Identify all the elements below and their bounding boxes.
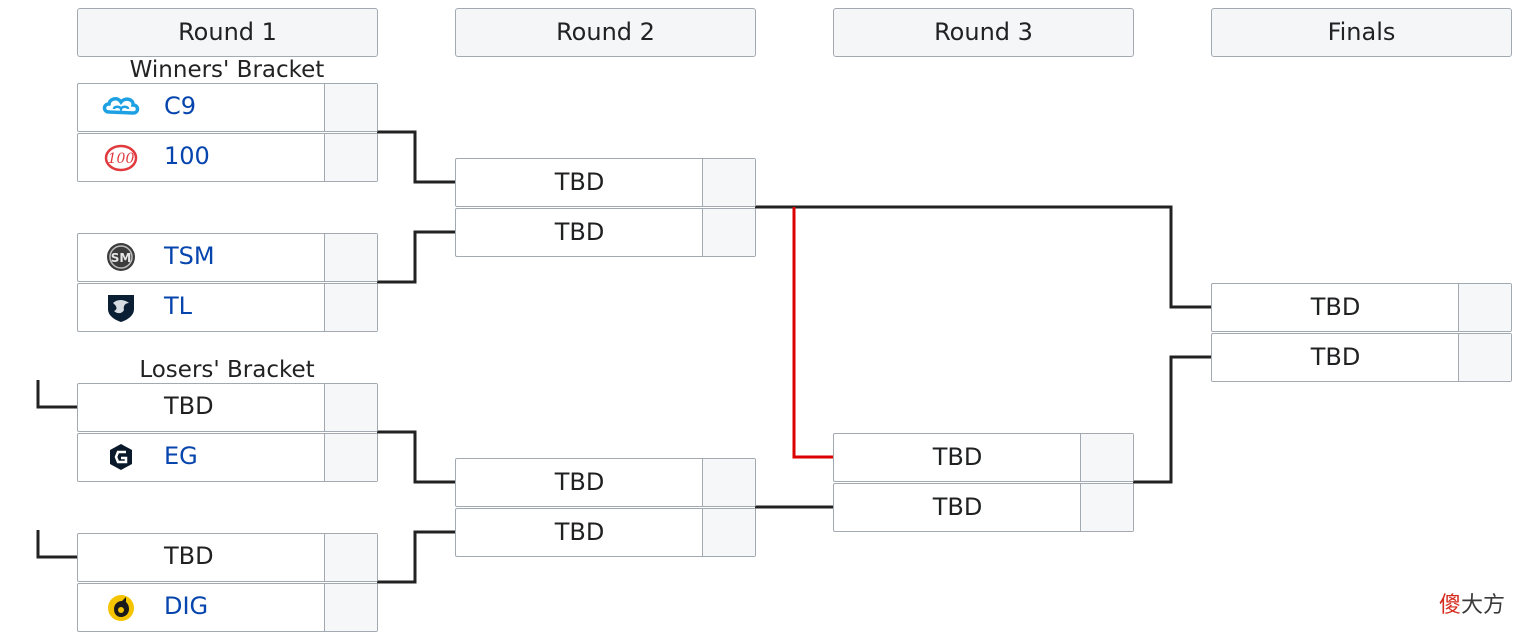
match-slot: TBD — [455, 208, 756, 257]
match-slot: TBD — [833, 483, 1134, 532]
tbd-placeholder: TBD — [554, 218, 605, 246]
cloud9-logo-icon — [100, 91, 142, 123]
match-slot: TL — [77, 283, 378, 332]
score-cell — [702, 459, 755, 506]
connector-lb-dropin-top — [36, 380, 77, 409]
lb-r1-match-1: TBD EG — [77, 383, 378, 483]
connector-wb-r1-top — [377, 130, 455, 184]
match-slot: C9 — [77, 83, 378, 132]
match-slot: EG — [77, 433, 378, 482]
tbd-placeholder: TBD — [1310, 293, 1361, 321]
lb-r1-match-2: TBD DIG — [77, 533, 378, 633]
score-cell — [702, 509, 755, 556]
match-slot: TBD — [455, 458, 756, 507]
100-thieves-logo-icon: 100 — [100, 141, 142, 173]
match-slot: TBD — [77, 533, 378, 582]
losers-bracket-label: Losers' Bracket — [139, 357, 315, 383]
evil-geniuses-logo-icon — [100, 441, 142, 473]
score-cell — [324, 534, 377, 581]
score-cell — [702, 159, 755, 206]
team-link-dig[interactable]: DIG — [164, 592, 209, 620]
tbd-placeholder: TBD — [932, 443, 983, 471]
svg-text:SM: SM — [111, 251, 132, 265]
tbd-placeholder: TBD — [554, 518, 605, 546]
team-link-100[interactable]: 100 — [164, 142, 210, 170]
lb-r2-match: TBD TBD — [455, 458, 756, 558]
match-slot: 100 100 — [77, 133, 378, 182]
match-slot: DIG — [77, 583, 378, 632]
wb-r1-match-2: SM TSM TL — [77, 233, 378, 333]
score-cell — [702, 209, 755, 256]
tbd-placeholder: TBD — [164, 392, 214, 420]
match-slot: TBD — [455, 158, 756, 207]
score-cell — [1080, 484, 1133, 531]
round-1-header: Round 1 — [77, 8, 378, 57]
tbd-placeholder: TBD — [164, 542, 214, 570]
score-cell — [324, 84, 377, 131]
wb-r2-match: TBD TBD — [455, 158, 756, 258]
match-slot: TBD — [1211, 283, 1512, 332]
connector-lb-r3-to-finals — [1133, 355, 1211, 484]
score-cell — [324, 284, 377, 331]
tbd-placeholder: TBD — [554, 168, 605, 196]
tsm-logo-icon: SM — [100, 241, 142, 273]
connector-wb-loser-drop — [792, 207, 833, 459]
tbd-placeholder: TBD — [1310, 343, 1361, 371]
watermark-char: 傻 — [1438, 593, 1461, 618]
team-link-eg[interactable]: EG — [164, 442, 198, 470]
round-3-header: Round 3 — [833, 8, 1134, 57]
team-link-c9[interactable]: C9 — [164, 92, 197, 120]
connector-wb-r1-bottom — [377, 230, 455, 284]
match-slot: TBD — [77, 383, 378, 432]
team-liquid-logo-icon — [100, 291, 142, 323]
team-link-tsm[interactable]: TSM — [164, 242, 215, 270]
score-cell — [1458, 334, 1511, 381]
match-slot: TBD — [833, 433, 1134, 482]
match-slot: SM TSM — [77, 233, 378, 282]
watermark: 傻大方 — [1439, 594, 1505, 618]
score-cell — [324, 434, 377, 481]
score-cell — [324, 234, 377, 281]
finals-match: TBD TBD — [1211, 283, 1512, 383]
connector-lb-r1-top — [377, 430, 455, 484]
lb-r3-match: TBD TBD — [833, 433, 1134, 533]
team-link-tl[interactable]: TL — [164, 292, 193, 320]
score-cell — [1458, 284, 1511, 331]
connector-lb-dropin-bottom — [36, 530, 77, 559]
watermark-text: 大方 — [1460, 593, 1505, 618]
connector-wb-final-to-finals — [755, 205, 1211, 309]
tbd-placeholder: TBD — [932, 493, 983, 521]
match-slot: TBD — [455, 508, 756, 557]
score-cell — [324, 584, 377, 631]
winners-bracket-label: Winners' Bracket — [129, 57, 325, 83]
connector-lb-r1-bottom — [377, 530, 455, 584]
dignitas-logo-icon — [100, 591, 142, 623]
score-cell — [1080, 434, 1133, 481]
wb-r1-match-1: C9 100 100 — [77, 83, 378, 183]
svg-text:100: 100 — [108, 151, 135, 167]
score-cell — [324, 384, 377, 431]
score-cell — [324, 134, 377, 181]
finals-header: Finals — [1211, 8, 1512, 57]
round-2-header: Round 2 — [455, 8, 756, 57]
match-slot: TBD — [1211, 333, 1512, 382]
tbd-placeholder: TBD — [554, 468, 605, 496]
